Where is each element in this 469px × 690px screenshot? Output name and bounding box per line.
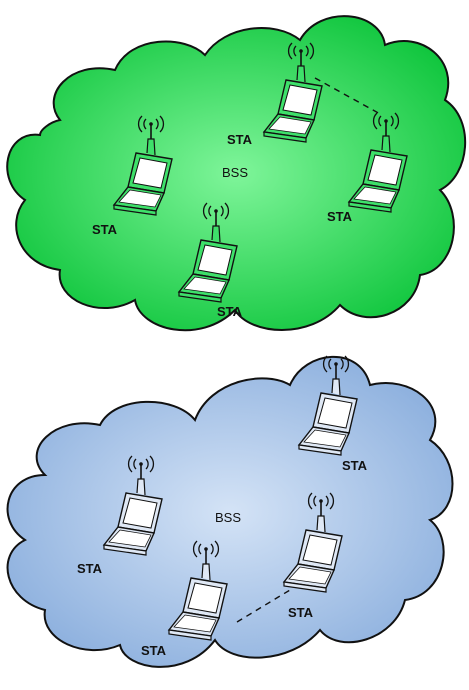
- link-line-green: [314, 77, 383, 116]
- sta-label: STA: [92, 222, 118, 237]
- bss-label-green: BSS: [222, 165, 248, 180]
- sta-label: STA: [141, 643, 167, 658]
- sta-label: STA: [327, 209, 353, 224]
- sta-label: STA: [217, 304, 243, 319]
- sta-label: STA: [77, 561, 103, 576]
- bss-label-blue: BSS: [215, 510, 241, 525]
- bss-cloud-blue: BSS STA STA STA STA: [6, 355, 454, 668]
- bss-cloud-green: BSS STA STA STA STA: [6, 15, 466, 332]
- sta-label: STA: [227, 132, 253, 147]
- sta-label: STA: [288, 605, 314, 620]
- sta-label: STA: [342, 458, 368, 473]
- cloud-shape-green: [6, 15, 466, 332]
